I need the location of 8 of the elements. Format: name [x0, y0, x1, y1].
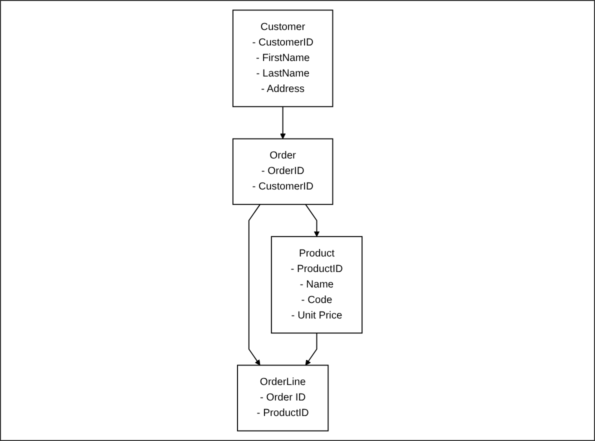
node-box: OrderLine - Order ID - ProductID: [237, 364, 329, 432]
node-box: Customer - CustomerID - FirstName - LastName - Address: [232, 10, 334, 108]
arrow: [305, 332, 318, 366]
arrow: [248, 204, 261, 366]
node-box: Order - OrderID - CustomerID: [232, 138, 334, 205]
arrow: [305, 204, 320, 237]
arrow: [280, 106, 286, 140]
node-box: Product - ProductID - Name - Code - Unit Price: [270, 236, 363, 334]
